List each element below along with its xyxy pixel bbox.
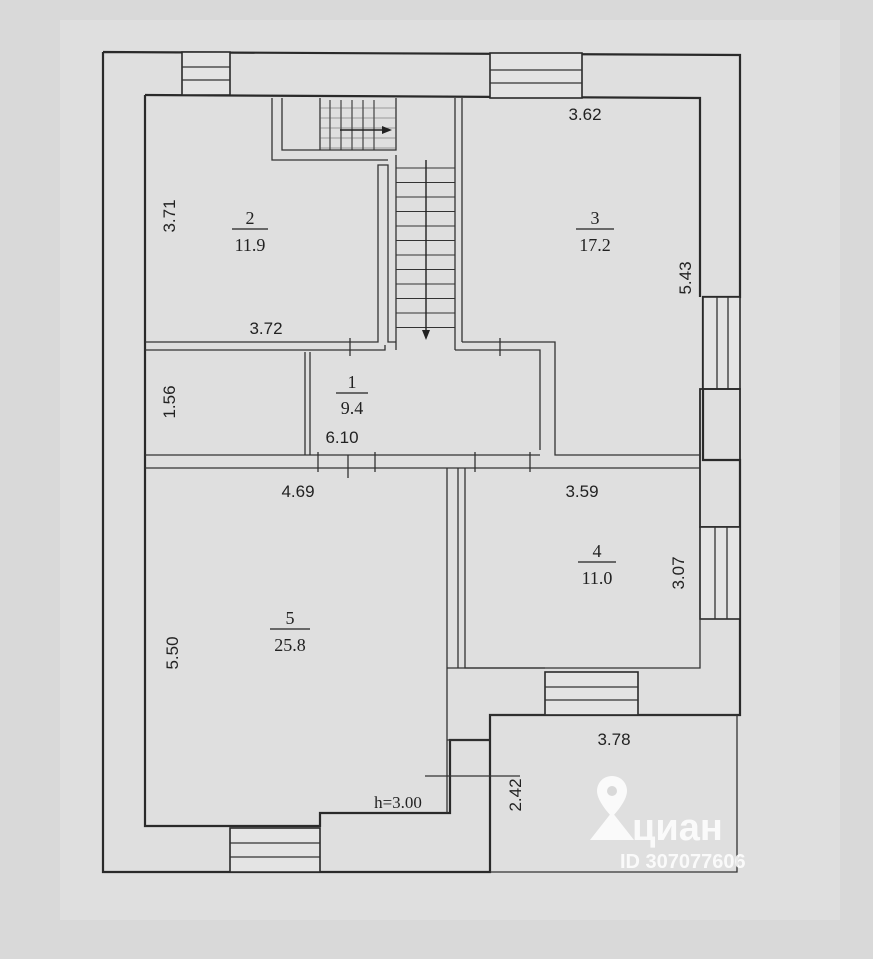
room-label-5: 5 25.8 (270, 608, 310, 655)
room-number: 2 (246, 208, 255, 228)
dim-room2-width: 3.72 (249, 319, 282, 338)
dim-terrace-height: 2.42 (506, 778, 525, 811)
dim-room3-height: 5.43 (676, 261, 695, 294)
stair-direction-arrow-icon (340, 126, 430, 340)
room-area: 9.4 (341, 398, 364, 418)
window-bottom-left (229, 827, 321, 873)
dim-room1-width: 6.10 (325, 428, 358, 447)
room-label-2: 2 11.9 (232, 208, 268, 255)
dim-room5-width: 4.69 (281, 482, 314, 501)
room-number: 5 (286, 608, 295, 628)
room-area: 11.0 (582, 568, 613, 588)
room-area: 17.2 (579, 235, 611, 255)
room-number: 3 (591, 208, 600, 228)
window-bottom-right (544, 671, 639, 716)
room-label-3: 3 17.2 (576, 208, 614, 255)
dim-room4-height: 3.07 (669, 556, 688, 589)
cian-watermark: циан ID 307077606 (590, 776, 746, 873)
dim-room1-height: 1.56 (160, 385, 179, 418)
room-area: 25.8 (274, 635, 306, 655)
room-number: 1 (348, 372, 357, 392)
dim-room4-width: 3.59 (565, 482, 598, 501)
room-number: 4 (593, 541, 602, 561)
dim-terrace-width: 3.78 (597, 730, 630, 749)
watermark-id: ID 307077606 (620, 851, 746, 873)
window-top-right (489, 52, 583, 99)
window-top-left (181, 51, 231, 96)
window-right-lower (699, 526, 741, 620)
room-area: 11.9 (235, 235, 266, 255)
dim-room2-height: 3.71 (160, 199, 179, 232)
watermark-brand: циан (632, 807, 723, 849)
room-label-1: 1 9.4 (336, 372, 368, 418)
interior-walls (145, 98, 738, 873)
staircase-upper (320, 100, 396, 150)
window-right-upper (702, 296, 741, 390)
dim-room3-width: 3.62 (568, 105, 601, 124)
room-label-4: 4 11.0 (578, 541, 616, 588)
dim-room5-height: 5.50 (163, 636, 182, 669)
ceiling-height-note: h=3.00 (374, 793, 422, 812)
location-pin-icon (590, 776, 634, 840)
